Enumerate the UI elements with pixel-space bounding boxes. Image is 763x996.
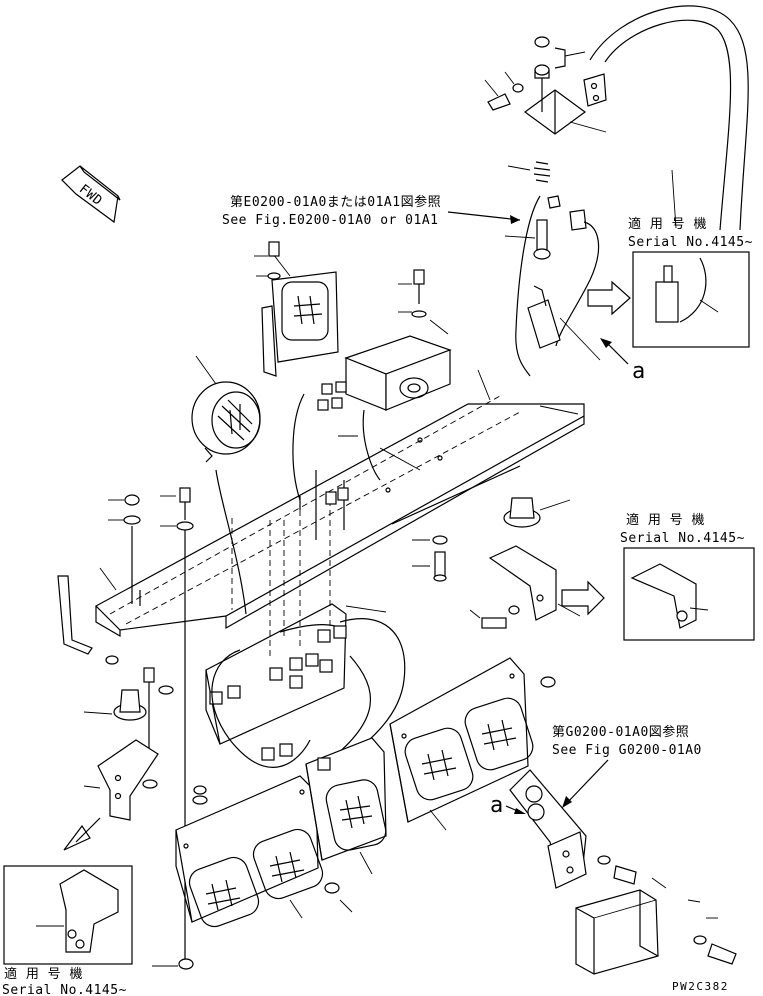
ref-top-jp: 第E0200-01A0または01A1図参照 xyxy=(230,194,441,210)
inset-top-arrow xyxy=(587,280,631,316)
ref-top-leader xyxy=(447,211,521,221)
inset-mid-arrow xyxy=(561,580,605,616)
inset-top-right-jp: 適 用 号 機 xyxy=(628,216,707,232)
inset-mid-right: 適 用 号 機 Serial No.4145~ xyxy=(620,512,755,641)
inset-mid-right-jp: 適 用 号 機 xyxy=(626,512,705,528)
main-frame-beam xyxy=(95,369,585,638)
upper-square-lamp xyxy=(254,241,339,377)
round-work-lamp xyxy=(191,355,261,463)
lamp-cluster-right xyxy=(261,657,556,831)
callout-a-top: a xyxy=(632,359,645,384)
top-switch-bracket xyxy=(484,36,607,135)
inset-top-right-box xyxy=(632,251,750,348)
inset-bottom-left-serial: Serial No.4145~ xyxy=(2,983,127,996)
mid-right-buzzer xyxy=(412,497,605,629)
inset-top-right: 適 用 号 機 Serial No.4145~ a xyxy=(587,216,753,384)
ref-right-leader xyxy=(565,759,609,805)
ref-right-en: See Fig G0200-01A0 xyxy=(552,743,702,758)
spring-and-limit-switch xyxy=(504,161,601,377)
left-buzzer xyxy=(63,667,208,851)
relay-box xyxy=(344,269,452,411)
left-fasteners xyxy=(57,487,194,970)
inset-bottom-left: 適 用 号 機 Serial No.4145~ xyxy=(2,865,133,996)
drawing-code: PW2C382 xyxy=(672,980,729,993)
inset-top-right-serial: Serial No.4145~ xyxy=(628,235,753,250)
fwd-arrow: FWD xyxy=(61,165,121,224)
ref-top-en: See Fig.E0200-01A0 or 01A1 xyxy=(222,213,439,228)
ref-right-jp: 第G0200-01A0図参照 xyxy=(552,724,689,740)
wiring-harness-loop xyxy=(589,5,749,231)
inset-bottom-left-box xyxy=(3,865,133,965)
inset-mid-right-box xyxy=(623,547,755,641)
inset-bottom-left-jp: 適 用 号 機 xyxy=(4,966,83,982)
right-lower-bracket: a xyxy=(490,769,737,975)
inset-mid-right-serial: Serial No.4145~ xyxy=(620,531,745,546)
wiring-drops xyxy=(209,381,406,768)
callout-a-bottom: a xyxy=(490,793,503,818)
